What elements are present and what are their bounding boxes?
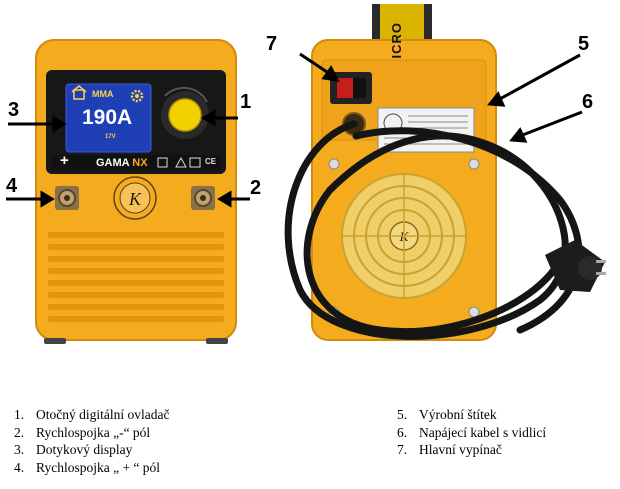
- callout-2: 2: [250, 177, 262, 199]
- home-icon: [71, 85, 87, 100]
- legend-item: 6.Napájecí kabel s vidlicí: [397, 424, 547, 440]
- legend-item: 1.Otočný digitální ovladač: [14, 407, 170, 422]
- display-current-value: 190A: [82, 106, 133, 129]
- svg-text:K: K: [128, 189, 142, 209]
- manual-icon: [189, 157, 201, 168]
- ce-mark: CE: [205, 157, 217, 166]
- cooling-fan: K: [341, 173, 467, 299]
- model-suffix: NX: [132, 157, 148, 169]
- display-voltage-value: 17V: [105, 134, 116, 140]
- warning-icon: [175, 156, 187, 168]
- model-prefix: GAMA: [96, 157, 130, 169]
- main-switch[interactable]: [330, 72, 372, 104]
- front-unit: K: [35, 39, 237, 344]
- legend-item: 5.Výrobní štítek: [397, 407, 497, 422]
- callout-6: 6: [582, 91, 594, 113]
- rear-unit: K: [284, 4, 606, 341]
- gear-icon: [130, 89, 144, 103]
- legend-right: 5.Výrobní štítek 6.Napájecí kabel s vidl…: [397, 406, 546, 459]
- callout-arrows: [6, 52, 583, 208]
- legend-item: 7.Hlavní vypínač: [397, 442, 502, 457]
- socket-minus: [191, 186, 215, 210]
- strap-text: ICRO: [389, 22, 404, 59]
- brand-logo: K: [113, 176, 157, 220]
- callout-1: 1: [240, 91, 252, 113]
- product-photo: K: [6, 4, 606, 344]
- model-name: GAMA NX: [96, 157, 148, 169]
- s-mark-icon: [157, 157, 168, 168]
- legend-item: 4.Rychlospojka „ + “ pól: [14, 459, 161, 475]
- vent-grille: [48, 232, 224, 322]
- legend-item: 3.Dotykový display: [14, 442, 133, 457]
- front-plus-sign: +: [60, 152, 69, 169]
- power-plug: [545, 240, 606, 292]
- callout-4: 4: [6, 175, 18, 197]
- callout-3: 3: [8, 99, 20, 121]
- touch-display: [66, 84, 151, 152]
- socket-plus: [55, 186, 79, 210]
- display-mode-label: MMA: [92, 89, 114, 99]
- legend-item: 2.Rychlospojka „-“ pól: [14, 424, 151, 440]
- callout-5: 5: [578, 33, 590, 55]
- legend-left: 1.Otočný digitální ovladač 2.Rychlospojk…: [14, 406, 169, 476]
- power-cable: [284, 120, 583, 340]
- callout-7: 7: [266, 33, 278, 55]
